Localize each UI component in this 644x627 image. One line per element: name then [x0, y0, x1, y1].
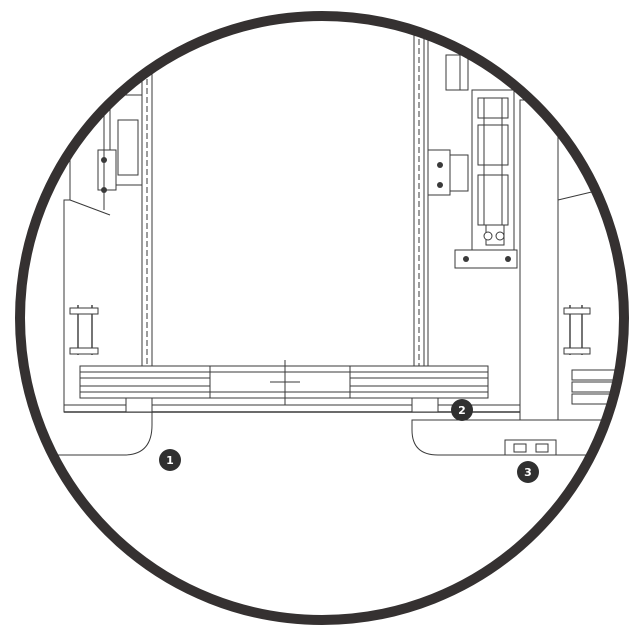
callout-3: 3 [517, 461, 539, 483]
left-wall-stop [69, 305, 99, 355]
detail-content [22, 29, 622, 456]
callout-2-label: 2 [458, 404, 466, 417]
right-rail-bracket [427, 149, 469, 196]
recess-buffer [504, 439, 557, 456]
callout-3-label: 3 [524, 466, 532, 479]
car-base-frame [79, 360, 489, 413]
left-rail-bracket [69, 94, 143, 216]
right-concrete-wall [519, 99, 559, 421]
left-concrete-wall [22, 149, 153, 456]
detail-ring [15, 11, 629, 625]
callout-1: 1 [159, 449, 181, 471]
counterweight-frame [445, 30, 518, 269]
callout-2: 2 [451, 399, 473, 421]
callout-1-label: 1 [166, 454, 174, 467]
